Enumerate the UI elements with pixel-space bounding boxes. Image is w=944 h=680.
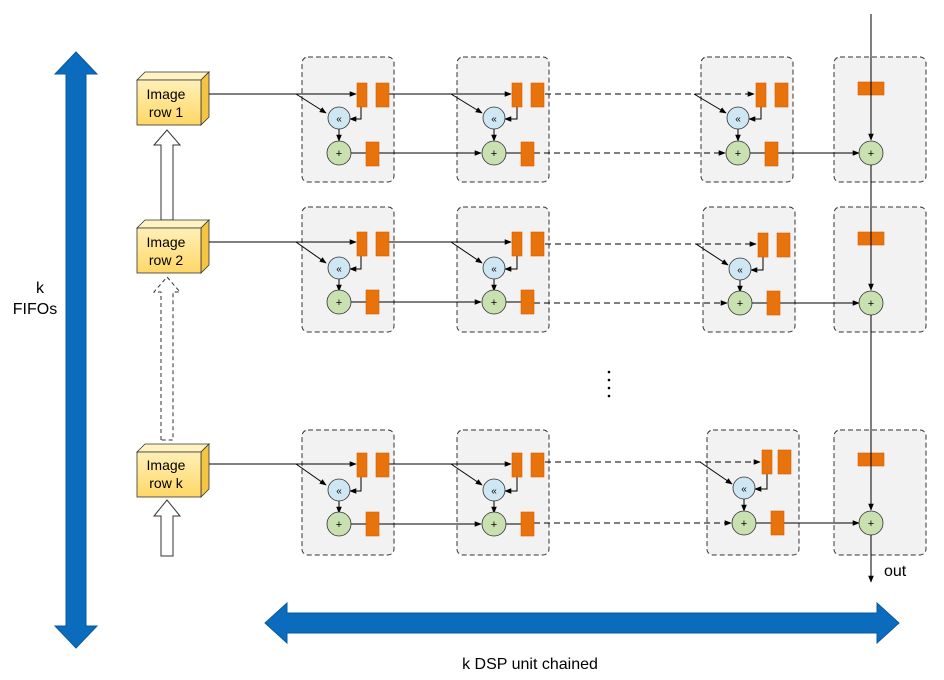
adder-symbol: + — [336, 148, 342, 160]
dsp-row-k: « « « + + + + — [209, 429, 927, 556]
register — [356, 452, 368, 478]
shift-symbol: « — [491, 486, 497, 497]
register — [356, 231, 368, 257]
adder-symbol: + — [868, 148, 874, 160]
dsp-accumulator-unit — [833, 56, 927, 183]
dsp-row-1: « « « + + + + — [209, 56, 927, 183]
adder-symbol: + — [491, 148, 497, 160]
adder — [481, 289, 507, 315]
shift-symbol: « — [336, 264, 342, 275]
register — [530, 231, 545, 257]
adder-symbol: + — [737, 298, 743, 310]
adder — [326, 140, 352, 166]
fifo-image-row-2: Image row 2 — [136, 219, 210, 274]
register — [511, 231, 523, 257]
register — [755, 82, 767, 108]
fifo-arrow-row2-to-row1 — [152, 129, 182, 221]
dsp-row-2: « « « + + + + — [209, 206, 927, 333]
adder — [481, 140, 507, 166]
register — [776, 232, 791, 258]
register — [520, 141, 535, 167]
register — [761, 449, 773, 475]
register — [530, 452, 545, 478]
shift-operator — [482, 256, 506, 280]
image-row-2-line1: Image — [147, 234, 186, 250]
dsp-span-arrow — [264, 601, 900, 645]
shift-symbol: « — [735, 114, 741, 125]
adder — [481, 511, 507, 537]
adder-symbol: + — [868, 518, 874, 530]
shift-operator — [728, 257, 752, 281]
register — [365, 141, 380, 167]
shift-operator — [327, 478, 351, 502]
fifo-label-line1: k — [36, 280, 45, 297]
adder — [725, 140, 751, 166]
adder — [727, 290, 753, 316]
shift-operator — [732, 476, 756, 500]
register — [375, 231, 390, 257]
register — [375, 452, 390, 478]
register — [365, 289, 380, 315]
dsp-accumulator-unit — [833, 206, 927, 333]
fifo-label-line2: FIFOs — [13, 301, 57, 318]
shift-symbol: « — [336, 114, 342, 125]
register — [764, 141, 779, 167]
adder — [731, 510, 757, 536]
shift-symbol: « — [491, 114, 497, 125]
adder-symbol: + — [741, 518, 747, 530]
adder-symbol: + — [336, 297, 342, 309]
adder-symbol: + — [491, 297, 497, 309]
fifo-input-arrow — [152, 499, 182, 557]
out-label: out — [884, 563, 907, 580]
shift-symbol: « — [336, 486, 342, 497]
shift-symbol: « — [737, 265, 743, 276]
fifo-image-row-k: Image row k — [136, 443, 210, 498]
register — [511, 82, 523, 108]
shift-operator — [327, 256, 351, 280]
image-row-k-line1: Image — [147, 457, 186, 473]
shift-operator — [327, 106, 351, 130]
image-row-2-line2: row 2 — [149, 252, 183, 268]
shift-symbol: « — [491, 264, 497, 275]
register — [520, 289, 535, 315]
adder-symbol: + — [336, 519, 342, 531]
adder — [326, 289, 352, 315]
adder — [326, 511, 352, 537]
shift-operator — [726, 106, 750, 130]
register — [757, 232, 769, 258]
register — [530, 82, 545, 108]
vertical-ellipsis — [607, 370, 611, 398]
fifo-arrow-rowk-to-row2 — [152, 276, 182, 441]
shift-symbol: « — [741, 484, 747, 495]
register — [766, 290, 781, 316]
register — [774, 82, 789, 108]
shift-operator — [482, 478, 506, 502]
adder-symbol: + — [868, 298, 874, 310]
image-row-k-line2: row k — [149, 475, 183, 491]
register — [375, 82, 390, 108]
register — [770, 510, 785, 536]
register — [356, 82, 368, 108]
register — [511, 452, 523, 478]
fifo-span-arrow — [53, 51, 99, 649]
dsp-accumulator-unit — [833, 429, 927, 556]
register — [520, 511, 535, 537]
register — [365, 511, 380, 537]
fifo-image-row-1: Image row 1 — [136, 71, 210, 126]
image-row-1-line1: Image — [147, 86, 186, 102]
dsp-label: k DSP unit chained — [462, 656, 598, 673]
adder-symbol: + — [735, 148, 741, 160]
adder-symbol: + — [491, 519, 497, 531]
shift-operator — [482, 106, 506, 130]
image-row-1-line2: row 1 — [149, 104, 183, 120]
register — [777, 449, 792, 475]
